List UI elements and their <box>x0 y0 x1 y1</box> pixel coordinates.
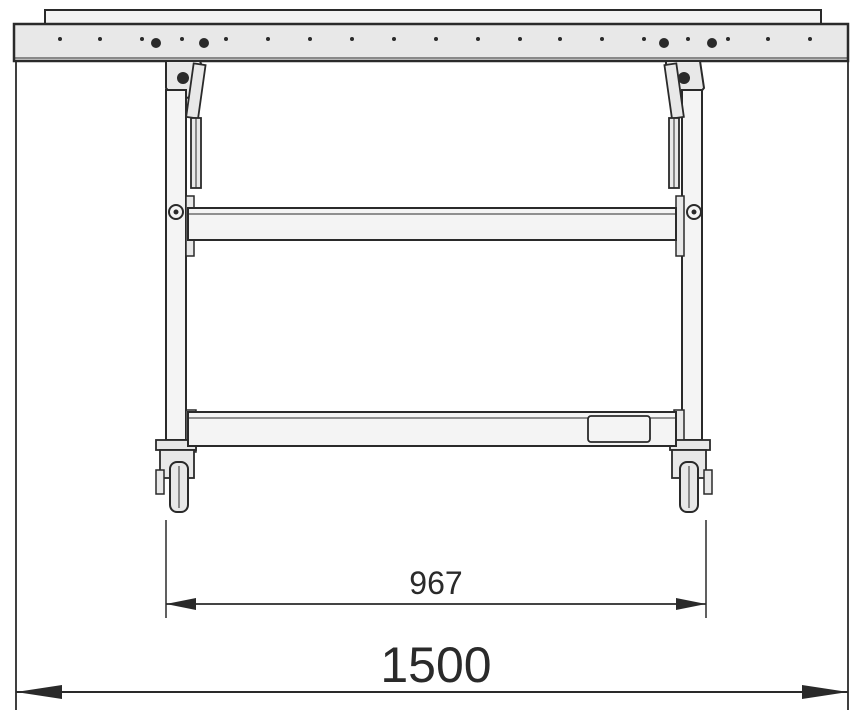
inner-dimension <box>165 520 707 618</box>
right-leg <box>663 60 713 513</box>
table-top-holes <box>58 37 812 48</box>
lower-crossbar <box>187 411 677 447</box>
upper-crossbar <box>187 207 677 241</box>
overall-dimension <box>15 61 849 710</box>
overall-width-label: 1500 <box>380 637 491 693</box>
crossbar-label-plate <box>587 415 651 443</box>
left-leg <box>155 60 207 513</box>
inner-width-label: 967 <box>409 565 462 601</box>
table-top <box>12 9 850 63</box>
